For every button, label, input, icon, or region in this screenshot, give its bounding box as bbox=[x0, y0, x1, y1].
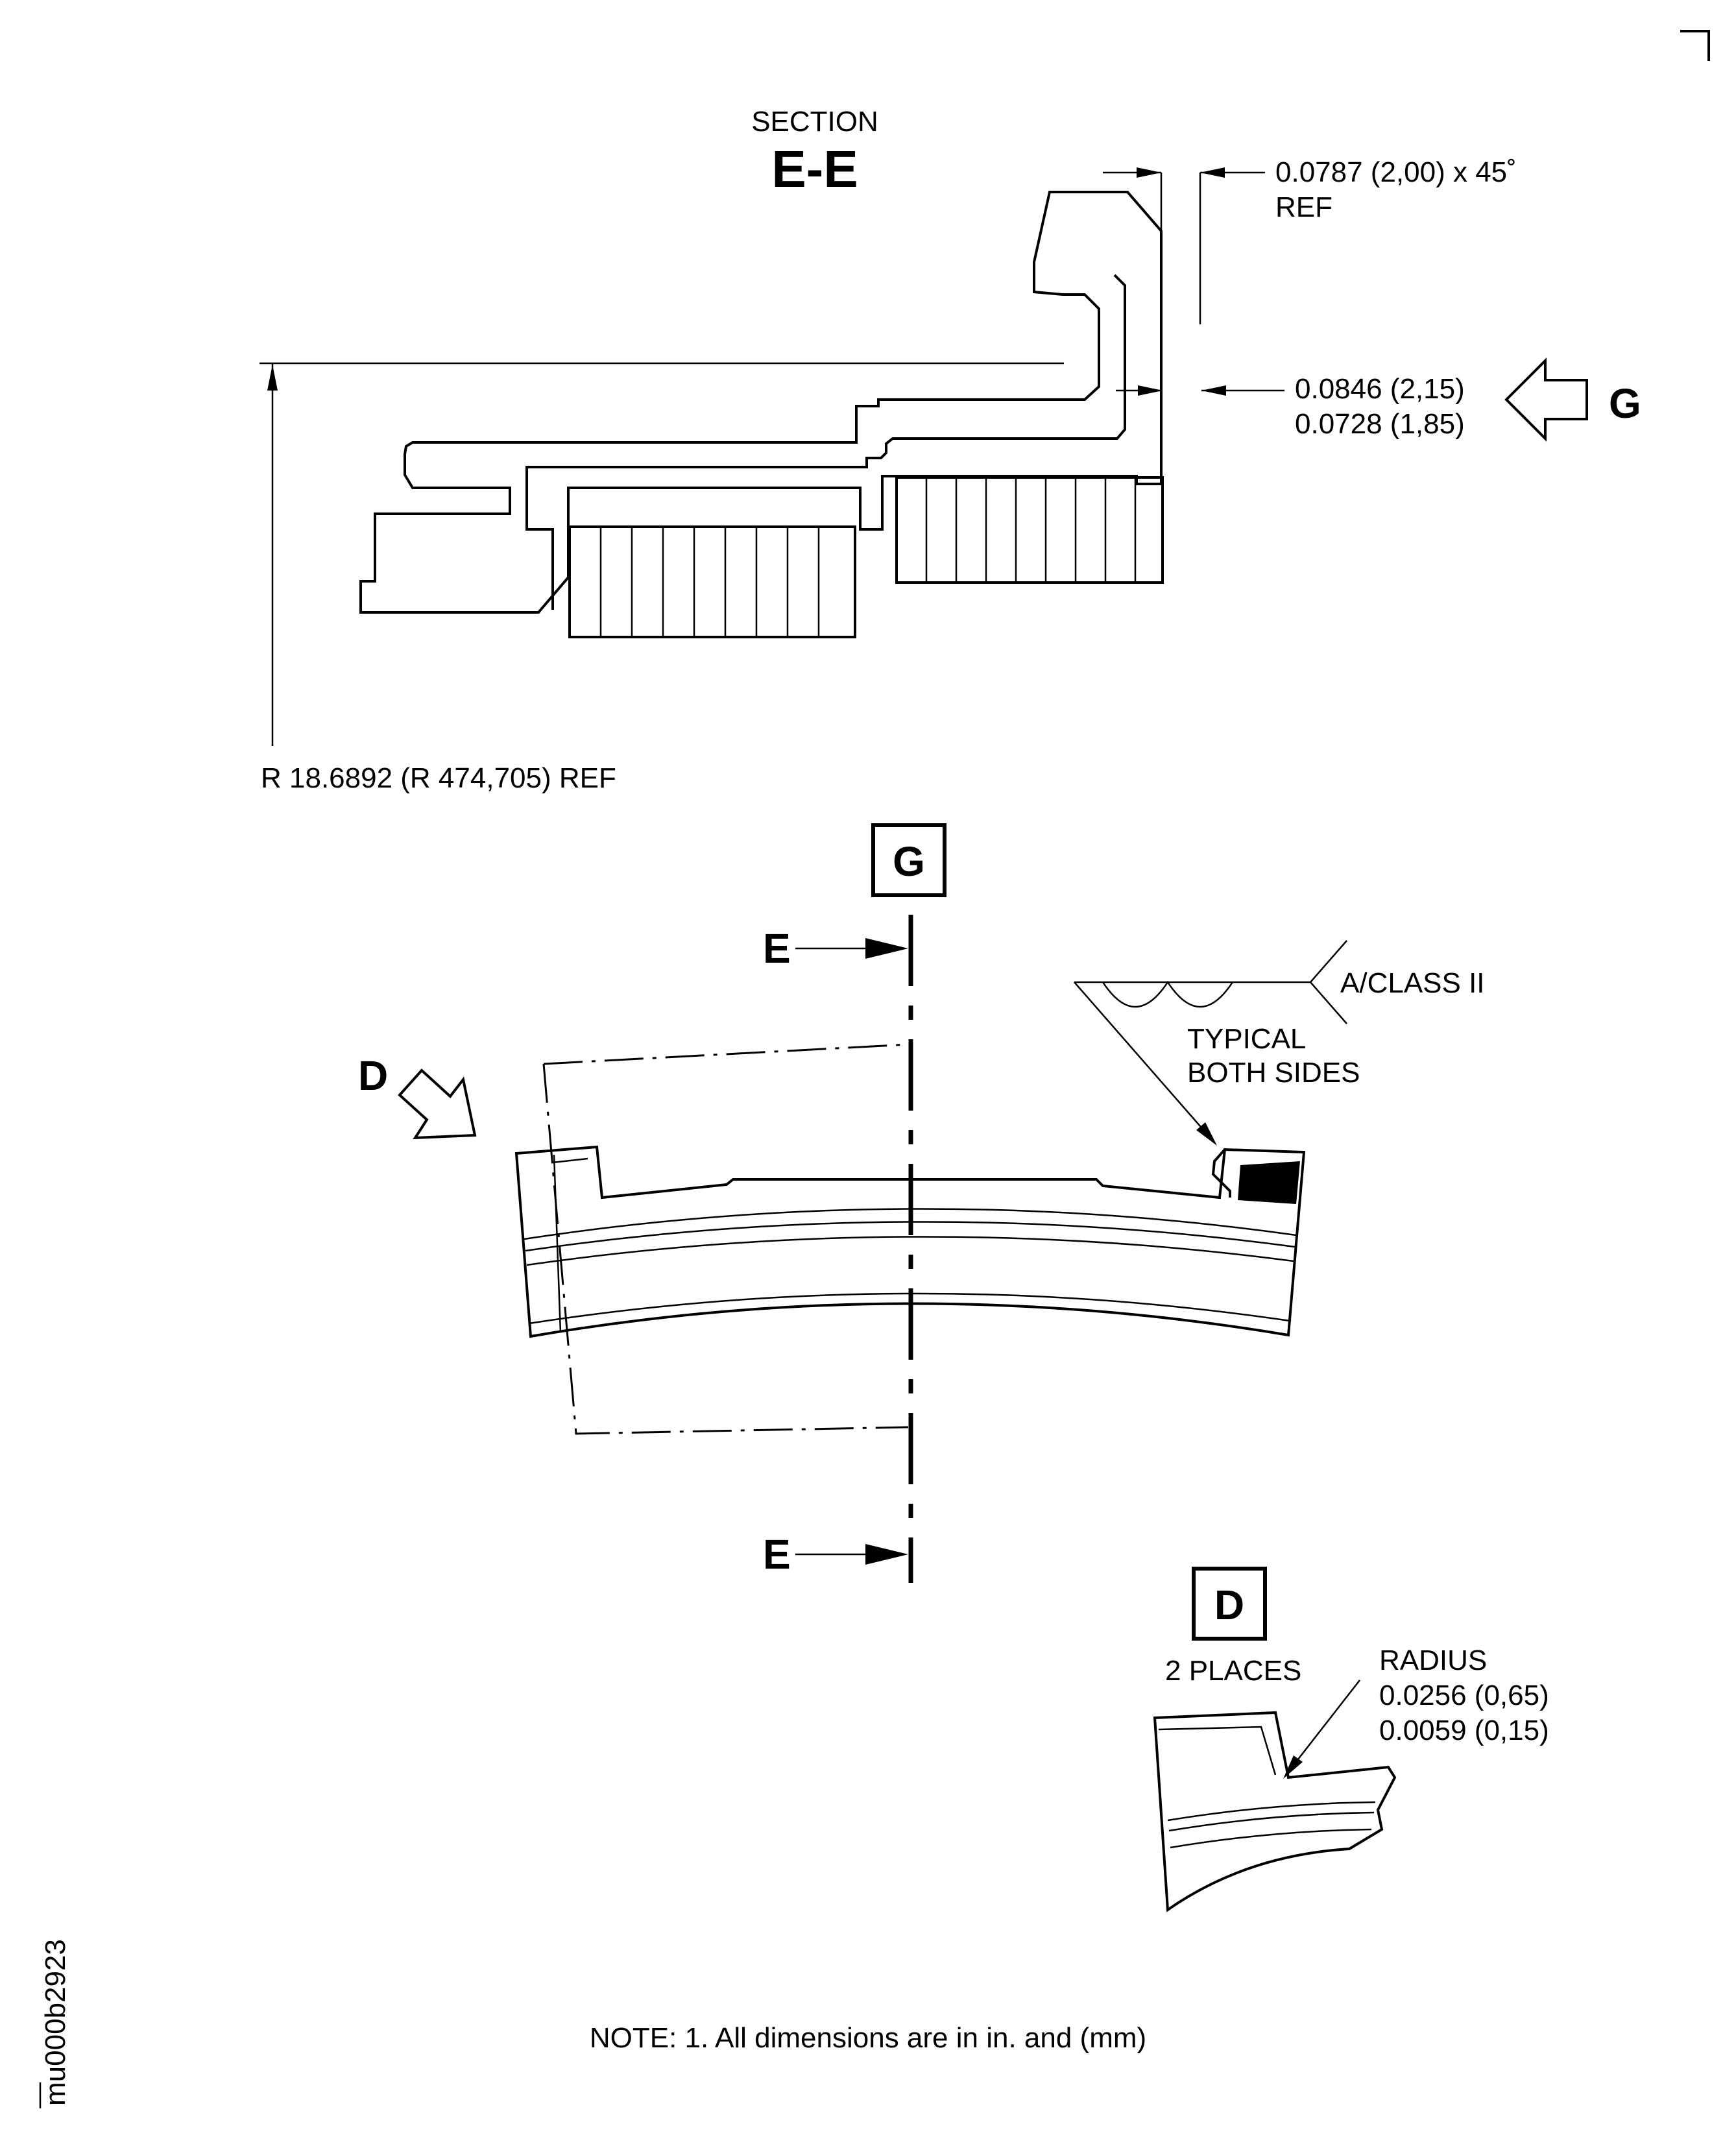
weld-leader-arrow bbox=[1196, 1122, 1217, 1146]
hatched-block-right bbox=[895, 476, 1164, 584]
segment-band-mid1 bbox=[525, 1221, 1296, 1252]
radius-ref-text: R 18.6892 (R 474,705) REF bbox=[261, 762, 616, 794]
phantom-outline bbox=[542, 1043, 909, 1435]
chamfer-arrow-left bbox=[1137, 167, 1161, 178]
section-e-e: SECTION E-E 0.0787 (2,00) x 45˚ REF bbox=[259, 106, 1641, 794]
segment-inner-left bbox=[552, 1154, 588, 1333]
view-box-g-label: G bbox=[893, 838, 925, 885]
weld-note-line2: BOTH SIDES bbox=[1187, 1057, 1360, 1089]
detail-d-band3 bbox=[1170, 1828, 1372, 1849]
hatch-lines-right bbox=[925, 477, 1137, 583]
chamfer-dim-text: 0.0787 (2,00) x 45˚ bbox=[1275, 156, 1517, 188]
detail-d-band1 bbox=[1167, 1801, 1376, 1822]
detail-d-radius-label: RADIUS bbox=[1379, 1645, 1487, 1676]
thickness-arrow-left bbox=[1138, 385, 1163, 396]
detail-d-outline bbox=[1153, 1711, 1397, 1912]
detail-d-inner bbox=[1158, 1726, 1277, 1776]
view-arrow-d-label: D bbox=[358, 1052, 388, 1099]
weld-fillet-symbols bbox=[1102, 980, 1234, 1008]
section-title: E-E bbox=[771, 140, 858, 198]
section-mark-e-top: E bbox=[763, 925, 791, 972]
thickness-max-text: 0.0846 (2,15) bbox=[1295, 373, 1465, 405]
detail-d-radius-max: 0.0256 (0,65) bbox=[1379, 1680, 1549, 1711]
weld-note-line1: TYPICAL bbox=[1187, 1023, 1306, 1055]
detail-d-box bbox=[1192, 1567, 1267, 1641]
segment-band-bottom bbox=[529, 1292, 1290, 1325]
weld-fill bbox=[1238, 1161, 1300, 1204]
detail-d-radius-min: 0.0059 (0,15) bbox=[1379, 1715, 1549, 1746]
dimension-note: NOTE: 1. All dimensions are in in. and (… bbox=[590, 2022, 1146, 2054]
hatched-block-left bbox=[568, 525, 856, 638]
thickness-min-text: 0.0728 (1,85) bbox=[1295, 408, 1465, 440]
detail-d-leader-arrow bbox=[1283, 1755, 1303, 1779]
section-mark-arrow-top-head bbox=[865, 938, 908, 959]
chamfer-ref-text: REF bbox=[1275, 191, 1332, 223]
weld-tail bbox=[1309, 940, 1347, 1024]
drawing-id: mu000b2923 bbox=[40, 1939, 71, 2106]
view-box-g bbox=[871, 823, 946, 897]
detail-d-band2 bbox=[1168, 1811, 1375, 1832]
thickness-arrow-right bbox=[1201, 385, 1226, 396]
hatch-lines-left bbox=[599, 527, 820, 637]
view-arrow-g-icon bbox=[1504, 357, 1588, 442]
section-profile-inner bbox=[525, 274, 1126, 610]
section-label: SECTION bbox=[751, 106, 878, 138]
section-mark-e-bottom: E bbox=[763, 1531, 791, 1578]
corner-mark bbox=[1680, 30, 1710, 61]
section-mark-arrow-bottom-head bbox=[865, 1544, 908, 1565]
view-arrow-d-icon bbox=[398, 1068, 477, 1140]
weld-leader bbox=[1074, 982, 1210, 1137]
detail-d-leader bbox=[1290, 1680, 1360, 1769]
main-view: G E E D A/CLASS II TYPICAL BOTH SIDES bbox=[358, 823, 1485, 1583]
detail-d: D 2 PLACES RADIUS 0.0256 (0,65) 0.0059 (… bbox=[1153, 1567, 1549, 1912]
weld-class-text: A/CLASS II bbox=[1340, 967, 1485, 999]
segment-band-mid2 bbox=[526, 1236, 1294, 1266]
segment-lug-right bbox=[1211, 1148, 1231, 1198]
chamfer-arrow-right bbox=[1200, 167, 1225, 178]
detail-d-box-label: D bbox=[1214, 1582, 1244, 1628]
segment-band-top bbox=[524, 1208, 1297, 1240]
view-arrow-g-label: G bbox=[1609, 380, 1641, 427]
radius-ref-arrow bbox=[267, 365, 278, 391]
detail-d-places: 2 PLACES bbox=[1165, 1655, 1301, 1687]
section-profile-outer bbox=[359, 191, 1163, 614]
